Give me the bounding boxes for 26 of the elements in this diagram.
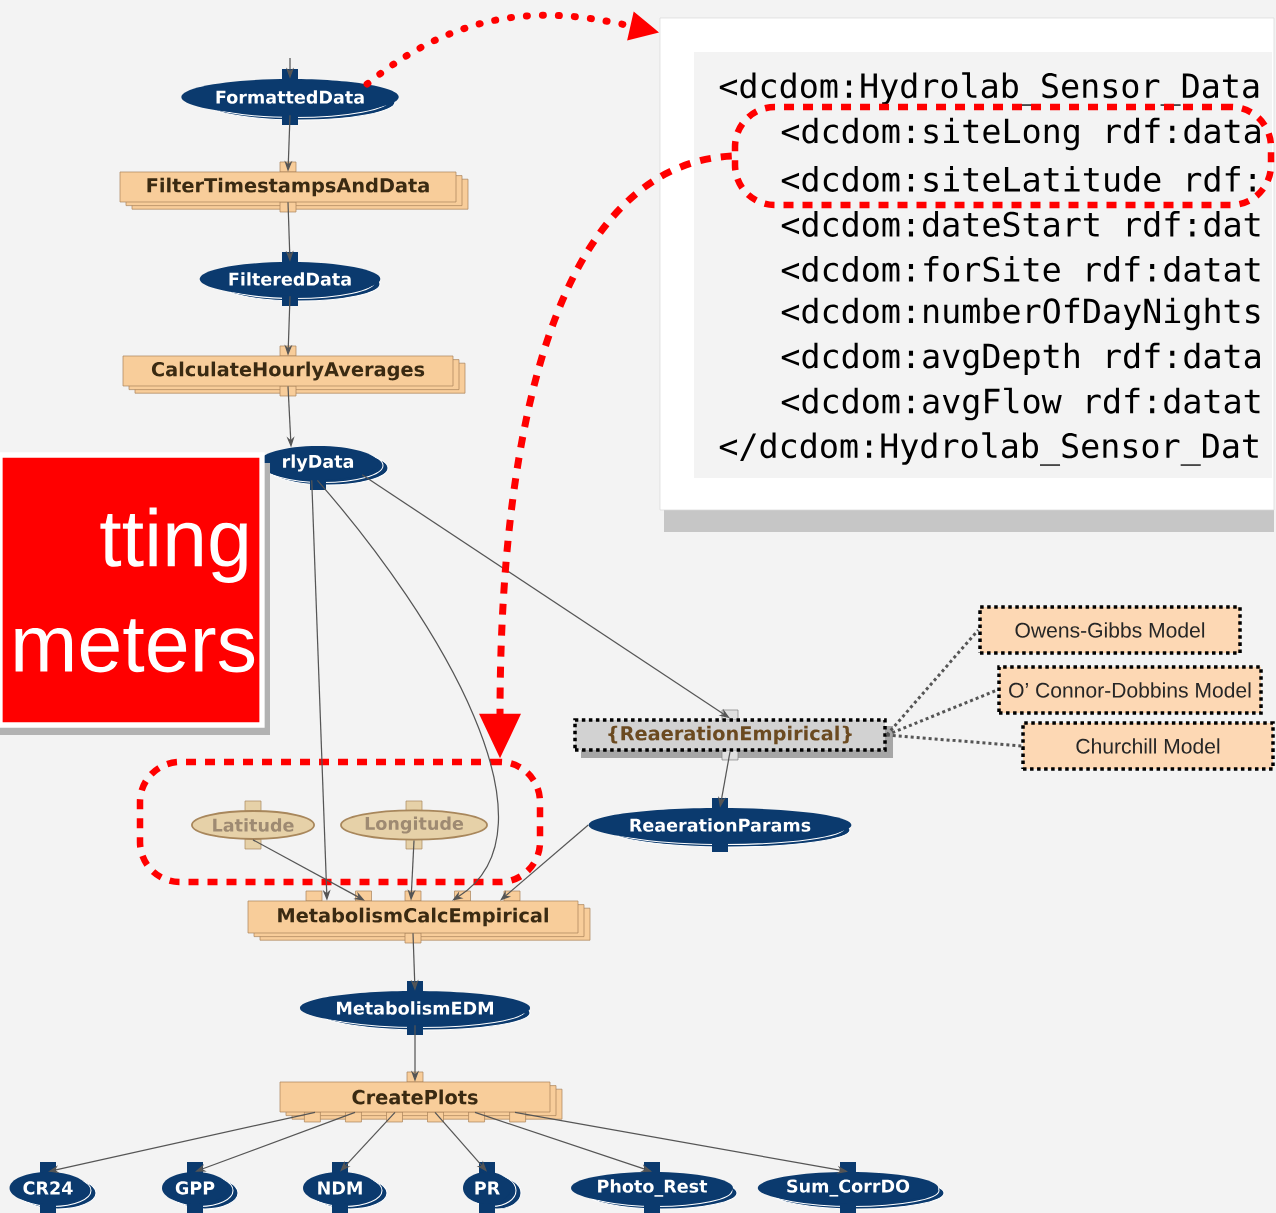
code-line: <dcdom:dateStart rdf:dat bbox=[781, 211, 1260, 237]
code-panel bbox=[659, 17, 1275, 532]
code-line: <dcdom:avgDepth rdf:data bbox=[781, 342, 1260, 376]
process-box: CalculateHourlyAverages bbox=[122, 345, 466, 397]
code-line: <dcdom:numberOfDayNights bbox=[781, 297, 1260, 331]
group-outline bbox=[136, 758, 544, 886]
dotted-connector bbox=[886, 688, 998, 737]
code-line: </dcdom:Hydrolab_Sensor_Dat bbox=[719, 432, 1258, 466]
process-box: CreatePlots bbox=[279, 1071, 563, 1123]
code-line: <dcdom:avgFlow rdf:datat bbox=[781, 387, 1260, 421]
dotted-connector bbox=[886, 733, 1022, 748]
model-box: O’ Connor-Dobbins Model bbox=[997, 665, 1263, 715]
code-line: <dcdom:siteLatitude rdf: bbox=[781, 166, 1255, 192]
code-line: <dcdom:Hydrolab_Sensor_Data bbox=[719, 72, 1259, 106]
abstract-component-box: {ReaerationEmpirical} bbox=[573, 709, 893, 761]
code-line: <dcdom:forSite rdf:datat bbox=[781, 256, 1260, 282]
model-box: Churchill Model bbox=[1021, 721, 1275, 771]
model-box: Owens-Gibbs Model bbox=[978, 605, 1242, 655]
code-line: <dcdom:siteLong rdf:data bbox=[781, 117, 1260, 151]
dotted-connector bbox=[885, 629, 980, 736]
process-box: MetabolismCalcEmpirical bbox=[247, 890, 591, 944]
arrow bbox=[316, 479, 499, 901]
arrow bbox=[252, 839, 365, 901]
arrow bbox=[500, 824, 589, 901]
process-box: FilterTimestampsAndData bbox=[119, 161, 469, 213]
banner: tting meters bbox=[0, 452, 270, 735]
